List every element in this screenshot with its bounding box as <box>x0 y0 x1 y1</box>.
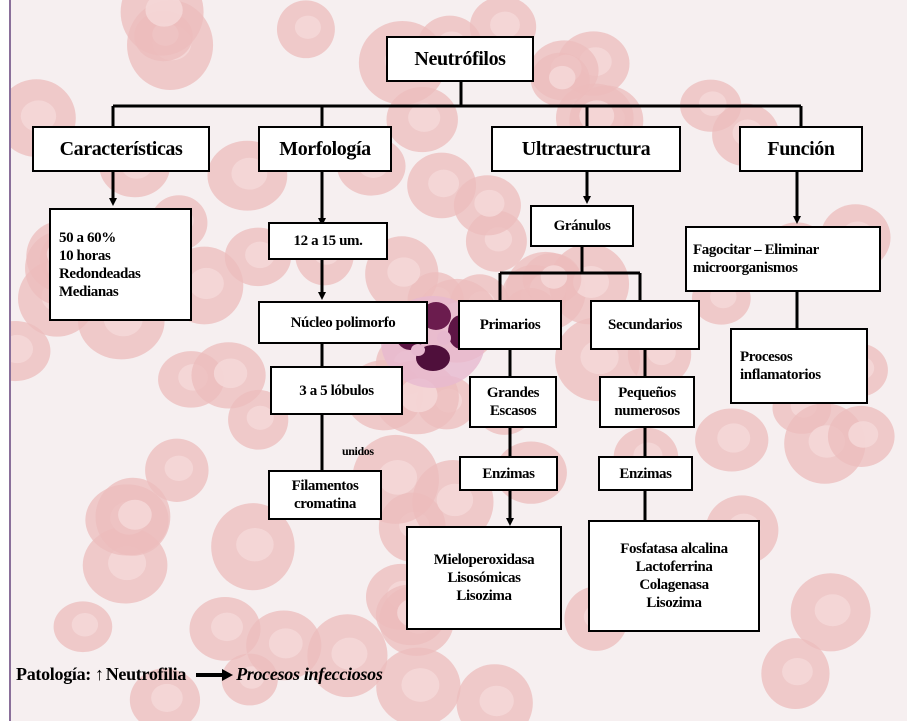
morfologia-box: Morfología <box>258 126 392 172</box>
lobulos-label: 3 a 5 lóbulos <box>299 382 373 400</box>
caracteristicas-item: Redondeadas <box>59 265 140 283</box>
granulos-box: Gránulos <box>530 205 634 247</box>
ultraestructura-box: Ultraestructura <box>491 126 681 172</box>
fagocitar-line: Fagocitar – Eliminar <box>693 241 819 259</box>
procesos-line: Procesos <box>740 348 792 366</box>
patologia-label: Patología: <box>16 664 91 685</box>
enzimas-primarios-header: Enzimas <box>459 456 558 491</box>
caracteristicas-item: 50 a 60% <box>59 229 116 247</box>
enzima-item: Colagenasa <box>639 576 708 594</box>
primarios-desc-line: Escasos <box>490 402 536 420</box>
caracteristicas-item: Medianas <box>59 283 118 301</box>
enzimas-secundarios-header: Enzimas <box>598 456 693 491</box>
enzima-item: Lisozima <box>646 594 701 612</box>
funcion-label: Función <box>767 137 834 161</box>
enzima-item: Lactoferrina <box>636 558 713 576</box>
title-box: Neutrófilos <box>386 36 534 82</box>
up-arrow-icon: ↑ <box>95 664 104 685</box>
enzimas-primarios-box: Mieloperoxidasa Lisosómicas Lisozima <box>406 526 562 630</box>
filamentos-line: Filamentos <box>292 477 359 495</box>
procesos-inflamatorios-box: Procesos inflamatorios <box>730 328 868 404</box>
secundarios-label: Secundarios <box>608 316 682 334</box>
enzimas-secundarios-box: Fosfatasa alcalina Lactoferrina Colagena… <box>588 520 760 632</box>
primarios-desc-line: Grandes <box>487 384 539 402</box>
morfologia-label: Morfología <box>279 137 371 161</box>
caracteristicas-box: Características <box>32 126 210 172</box>
fagocitar-line: microorganismos <box>693 259 798 277</box>
enzima-item: Mieloperoxidasa <box>434 551 534 569</box>
lobulos-box: 3 a 5 lóbulos <box>270 366 403 415</box>
procesos-infecciosos-label: Procesos infecciosos <box>236 664 382 685</box>
size-box: 12 a 15 um. <box>268 222 388 260</box>
enzima-item: Lisozima <box>456 587 511 605</box>
fagocitar-box: Fagocitar – Eliminar microorganismos <box>685 226 881 292</box>
unidos-label: unidos <box>342 444 374 458</box>
ultraestructura-label: Ultraestructura <box>522 137 650 161</box>
granulos-label: Gránulos <box>554 217 611 235</box>
title-label: Neutrófilos <box>414 47 505 71</box>
secundarios-box: Secundarios <box>590 300 700 350</box>
primarios-box: Primarios <box>458 300 562 350</box>
secundarios-desc-line: Pequeños <box>618 384 676 402</box>
funcion-box: Función <box>739 126 863 172</box>
primarios-desc-box: Grandes Escasos <box>469 376 557 428</box>
enzimas-label: Enzimas <box>619 465 671 483</box>
secundarios-desc-line: numerosos <box>614 402 679 420</box>
neutrofilia-label: Neutrofilia <box>106 664 186 685</box>
primarios-label: Primarios <box>480 316 541 334</box>
nucleo-box: Núcleo polimorfo <box>258 301 428 344</box>
enzima-item: Fosfatasa alcalina <box>620 540 727 558</box>
secundarios-desc-box: Pequeños numerosos <box>599 376 695 428</box>
filamentos-line: cromatina <box>294 495 356 513</box>
caracteristicas-details-box: 50 a 60% 10 horas Redondeadas Medianas <box>49 208 192 321</box>
caracteristicas-label: Características <box>60 137 183 161</box>
enzima-item: Lisosómicas <box>447 569 520 587</box>
size-label: 12 a 15 um. <box>294 232 363 250</box>
enzimas-label: Enzimas <box>482 465 534 483</box>
nucleo-label: Núcleo polimorfo <box>291 314 396 332</box>
filamentos-box: Filamentos cromatina <box>268 470 382 520</box>
pathology-legend: Patología: ↑ Neutrofilia Procesos infecc… <box>16 664 383 685</box>
procesos-line: inflamatorios <box>740 366 821 384</box>
caracteristicas-item: 10 horas <box>59 247 110 265</box>
right-arrow-icon <box>194 668 234 682</box>
